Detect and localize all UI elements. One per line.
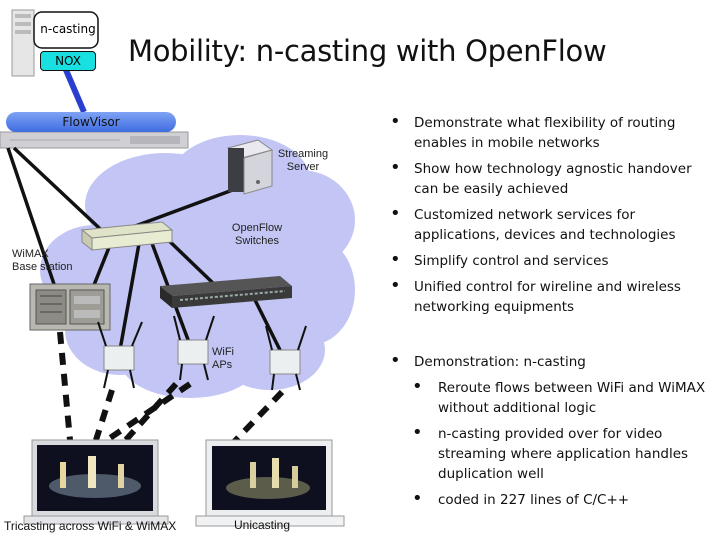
- wimax-label: WiMAX Base station: [12, 248, 92, 274]
- bullet-item: Demonstrate what flexibility of routing …: [388, 112, 708, 153]
- feature-bullet-list: Demonstrate what flexibility of routing …: [388, 112, 708, 323]
- openflow-switch-1-icon: [80, 221, 174, 252]
- openflow-switches-label: OpenFlow Switches: [226, 222, 288, 248]
- wireless-links: [57, 331, 285, 445]
- nox-controller-box: NOX: [40, 51, 96, 71]
- wimax-label-line-2: Base station: [12, 261, 73, 273]
- wifi-aps-label: WiFi APs: [212, 346, 252, 372]
- streaming-server-label-line-1: Streaming: [277, 148, 329, 160]
- bullet-item: Customized network services for applicat…: [388, 204, 708, 245]
- bullet-item: Unified control for wireline and wireles…: [388, 276, 708, 317]
- demonstration-heading: Demonstration: n-casting: [388, 351, 708, 372]
- wifi-aps-label-line-1: WiFi: [212, 346, 234, 358]
- openflow-switches-label-line-2: Switches: [234, 235, 280, 247]
- bullet-item: Show how technology agnostic handover ca…: [388, 158, 708, 199]
- streaming-server-label: Streaming Server: [270, 148, 336, 174]
- n-casting-app-label: n-casting: [40, 22, 96, 36]
- laptop-right-icon: [195, 439, 345, 527]
- wifi-ap-3-icon: [265, 325, 307, 391]
- bullet-item: Simplify control and services: [388, 250, 708, 271]
- sub-bullet-item: coded in 227 lines of C/C++: [388, 489, 708, 510]
- page-title: Mobility: n-casting with OpenFlow: [128, 34, 607, 68]
- wifi-ap-1-icon: [97, 321, 143, 389]
- wifi-ap-2-icon: [173, 315, 215, 381]
- wifi-aps-label-line-2: APs: [212, 359, 233, 371]
- controller-link: [63, 68, 87, 114]
- left-laptop-caption: Tricasting across WiFi & WiMAX: [4, 519, 177, 533]
- openflow-switch-2-icon: [160, 276, 292, 308]
- laptop-left-icon: [23, 439, 169, 525]
- openflow-switches-label-line-1: OpenFlow: [231, 222, 283, 234]
- streaming-server-icon: [226, 139, 274, 195]
- sub-bullet-item: Reroute flows between WiFi and WiMAX wit…: [388, 377, 708, 418]
- streaming-server-label-line-2: Server: [286, 161, 320, 173]
- sub-bullet-item: n-casting provided over for video stream…: [388, 423, 708, 484]
- flowvisor-bar: FlowVisor: [6, 112, 176, 132]
- wimax-base-station-icon: [29, 283, 111, 331]
- controller-server: [11, 9, 99, 77]
- demonstration-section: Demonstration: n-casting Reroute flows b…: [388, 351, 708, 516]
- rack-server: [0, 131, 189, 149]
- right-laptop-caption: Unicasting: [234, 518, 291, 532]
- demonstration-sub-list: Reroute flows between WiFi and WiMAX wit…: [388, 377, 708, 510]
- wimax-label-line-1: WiMAX: [12, 248, 49, 260]
